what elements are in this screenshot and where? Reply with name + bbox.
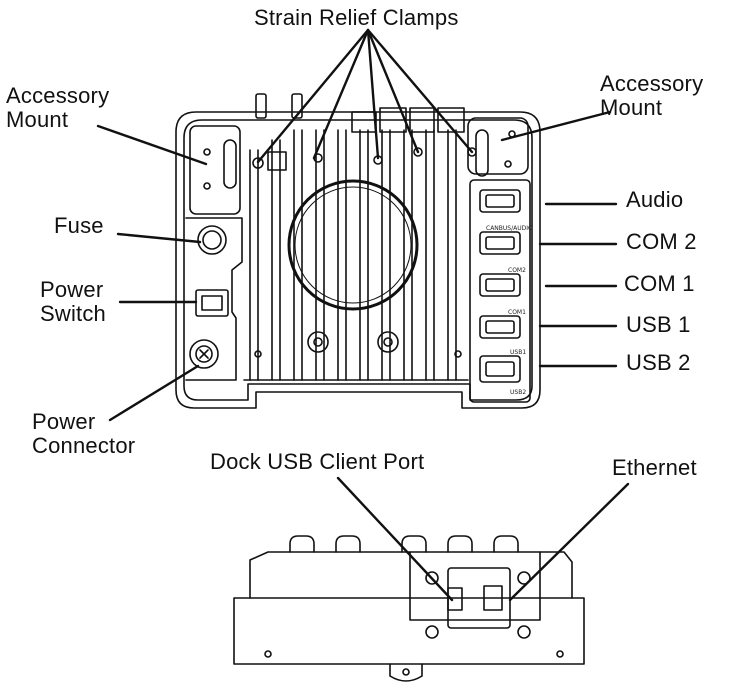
port-usb1-graphic (479, 315, 521, 339)
port-marking-usb2: USB2 (510, 389, 526, 396)
label-power-connector-line1: Power (32, 409, 96, 434)
label-com2: COM 2 (626, 229, 697, 254)
label-power-switch-line2: Switch (40, 301, 106, 326)
label-dock-usb-client-port: Dock USB Client Port (210, 449, 425, 474)
label-fuse: Fuse (54, 213, 104, 238)
label-accessory-mount-left-line1: Accessory (6, 83, 110, 108)
port-marking-canbus-audio: CANBUS/AUDIO (486, 225, 533, 232)
accessory-mount-right (467, 117, 529, 177)
dock-back-view (175, 93, 541, 409)
power-connector-graphic (189, 339, 219, 369)
dock-usb-port-graphic (447, 587, 463, 611)
heatsink-fins (243, 129, 469, 381)
label-power-switch-line1: Power (40, 277, 104, 302)
port-audio-graphic (479, 189, 521, 213)
ethernet-port-graphic (483, 585, 503, 611)
port-panel (469, 179, 531, 403)
label-usb2: USB 2 (626, 350, 691, 375)
label-ethernet: Ethernet (612, 455, 697, 480)
label-usb1: USB 1 (626, 312, 691, 337)
strain-relief-clamps-graphic (252, 93, 477, 171)
accessory-mount-left (189, 125, 241, 215)
label-com1: COM 1 (624, 271, 695, 296)
label-audio: Audio (626, 187, 684, 212)
dock-bottom-view (233, 535, 585, 682)
label-accessory-mount-left-line2: Mount (6, 107, 69, 132)
label-strain-relief-clamps: Strain Relief Clamps (254, 5, 459, 30)
port-com2-graphic (479, 231, 521, 255)
power-switch-graphic (195, 289, 229, 317)
port-marking-com1: COM1 (508, 309, 526, 316)
center-disc (287, 179, 419, 311)
port-usb2-graphic (479, 355, 521, 383)
fuse-graphic (197, 225, 227, 255)
port-com1-graphic (479, 273, 521, 297)
port-marking-com2: COM2 (508, 267, 526, 274)
label-accessory-mount-right-line1: Accessory (600, 71, 704, 96)
port-marking-usb1: USB1 (510, 349, 526, 356)
leader-lines (96, 28, 630, 602)
label-accessory-mount-right-line2: Mount (600, 95, 663, 120)
label-power-connector-line2: Connector (32, 433, 136, 458)
